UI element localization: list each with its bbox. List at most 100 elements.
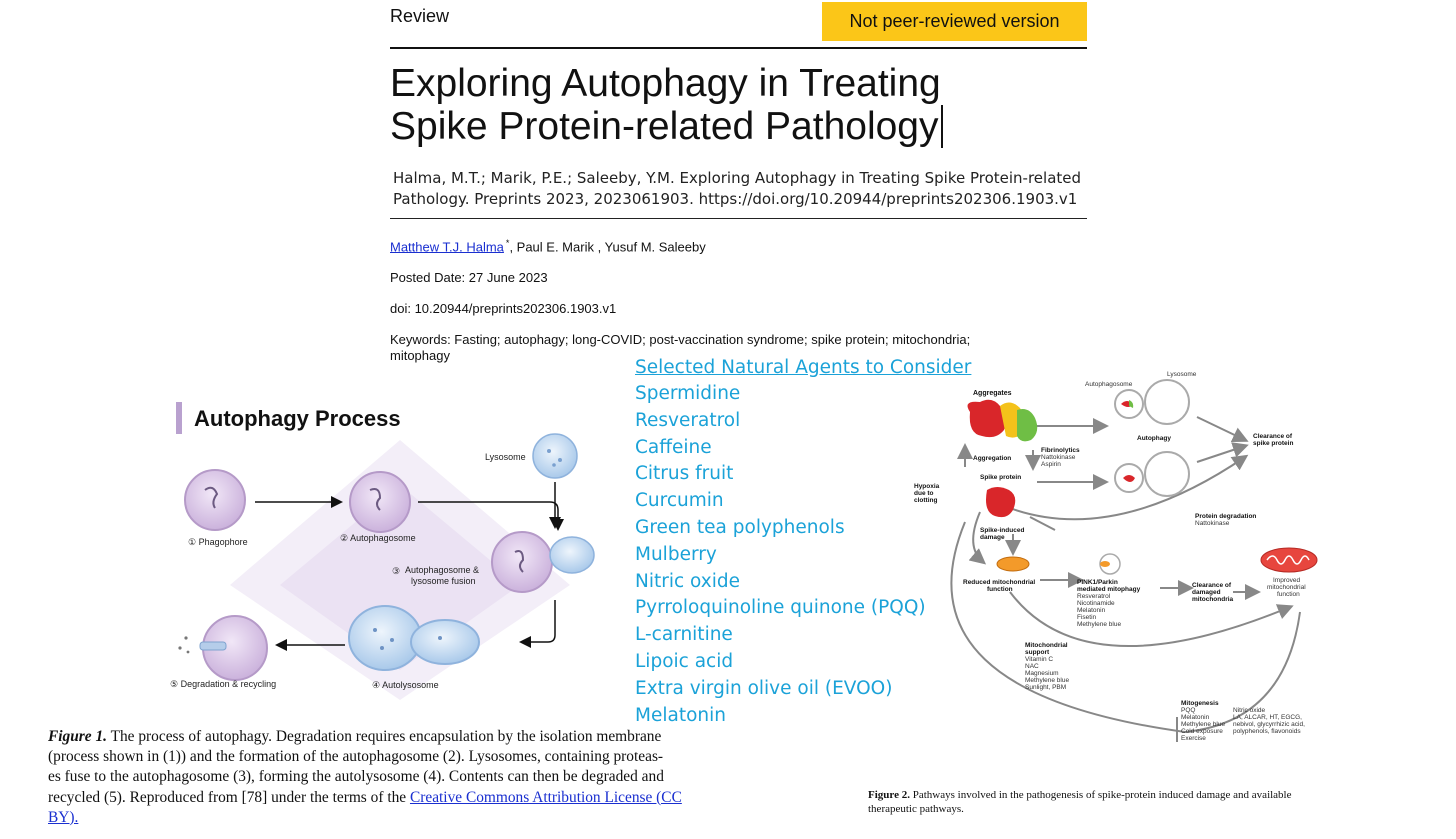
agent-item: L-carnitine — [635, 624, 733, 646]
agent-item: Extra virgin olive oil (EVOO) — [635, 677, 893, 699]
license-link-cont[interactable]: BY). — [48, 808, 79, 826]
reduced-mito-2: function — [987, 586, 1013, 593]
aggregation-label: Aggregation — [973, 455, 1011, 462]
autophagy-label: Autophagy — [1137, 435, 1171, 442]
license-link[interactable]: Creative Commons Attribution License (CC — [409, 788, 682, 806]
clearance-spike-1: Clearance of — [1253, 433, 1293, 440]
fibrinolytics-nattokinase: Nattokinase — [1041, 454, 1076, 461]
clearance-mito-2: damaged — [1192, 589, 1221, 596]
mitogenesis-item: Methylene blue — [1181, 721, 1225, 728]
header-divider — [390, 47, 1087, 49]
figure1-title: Autophagy Process — [194, 406, 401, 431]
agent-item: Spermidine — [635, 383, 741, 404]
corresponding-mark: * — [505, 238, 510, 248]
paper-title: Exploring Autophagy in Treating Spike Pr… — [390, 62, 1090, 148]
pink1-item: Nicotinamide — [1077, 600, 1115, 607]
fibrinolytics-label: Fibrinolytics — [1041, 447, 1080, 454]
caption-line-2: (process shown in (1)) and the formation… — [48, 748, 664, 766]
healthy-mitochondrion — [1260, 547, 1318, 573]
lysosome-label: Lysosome — [485, 452, 526, 462]
agent-item: Mulberry — [635, 543, 717, 565]
reduced-mito-1: Reduced mitochondrial — [963, 579, 1035, 586]
caption-line-3: es fuse to the autophagosome (3), formin… — [48, 768, 664, 786]
mitogenesis-item: Cold exposure — [1181, 728, 1223, 735]
agent-item: Curcumin — [635, 490, 724, 512]
support-label-2: support — [1025, 649, 1050, 656]
mitogenesis-item: PQQ — [1181, 707, 1195, 714]
section-label: Review — [390, 6, 450, 26]
agents-heading[interactable]: Selected Natural Agents to Consider — [635, 357, 972, 378]
improved-1: Improved — [1273, 577, 1300, 584]
figure2-caption-line-1: Pathways involved in the pathogenesis of… — [909, 789, 1292, 801]
improved-2: mitochondrial — [1267, 584, 1306, 591]
mitogenesis-item: Nitric oxide — [1233, 707, 1266, 714]
support-item: Vitamin C — [1025, 656, 1053, 663]
fusion-number: ③ — [392, 566, 400, 576]
support-item: Magnesium — [1025, 670, 1059, 677]
keywords-line-2: mitophagy — [390, 348, 450, 363]
phagophore-label: ① Phagophore — [188, 537, 248, 547]
support-item: NAC — [1025, 663, 1039, 670]
figure1-caption-label: Figure 1. — [48, 728, 108, 745]
agent-item: Green tea polyphenols — [635, 516, 845, 538]
phagophore-cell — [184, 469, 246, 531]
fibrinolytics-aspirin: Aspirin — [1041, 461, 1061, 468]
keywords-line-1: Keywords: Fasting; autophagy; long-COVID… — [390, 332, 971, 347]
clearance-mito-1: Clearance of — [1192, 582, 1232, 589]
pink1-item: Methylene blue — [1077, 621, 1121, 628]
natural-agents-list: Selected Natural Agents to Consider Sper… — [635, 354, 971, 729]
doi: doi: 10.20944/preprints202306.1903.v1 — [390, 301, 617, 316]
figure2-caption: Figure 2. Pathways involved in the patho… — [868, 788, 1378, 816]
autophagosome-label: ② Autophagosome — [340, 533, 416, 543]
pink1-label-2: mediated mitophagy — [1077, 586, 1141, 593]
mitogenesis-label: Mitogenesis — [1181, 700, 1219, 707]
author-link[interactable]: Matthew T.J. Halma — [390, 239, 504, 255]
agent-item: Citrus fruit — [635, 463, 734, 485]
agent-item: Caffeine — [635, 436, 712, 458]
figure1-caption: Figure 1. The process of autophagy. Degr… — [48, 727, 738, 828]
peer-review-badge: Not peer-reviewed version — [822, 2, 1087, 41]
autolysosome-label: ④ Autolysosome — [372, 680, 439, 690]
spike-protein-blob — [986, 487, 1016, 518]
pink1-item: Fisetin — [1077, 614, 1097, 621]
citation-line-2: Pathology. Preprints 2023, 2023061903. h… — [393, 190, 1078, 208]
mitogenesis-item: polyphenols, flavonoids — [1233, 728, 1301, 735]
hypoxia-label-1: Hypoxia — [914, 483, 940, 490]
autolysosome-cell — [348, 605, 422, 671]
improved-3: function — [1277, 591, 1300, 598]
lysosome-cell — [532, 433, 578, 479]
degradation-label: ⑤ Degradation & recycling — [170, 679, 276, 689]
citation-line-1: Halma, M.T.; Marik, P.E.; Saleeby, Y.M. … — [393, 169, 1082, 187]
figure2-caption-label: Figure 2. — [868, 789, 910, 801]
autophagy-process-figure: Autophagy Process Lysosome ① Phagophore … — [170, 402, 595, 700]
mitogenesis-item: LA, ALCAR, HT, EGCG, — [1233, 714, 1302, 721]
agent-item: Nitric oxide — [635, 570, 740, 592]
mitogenesis-item: Melatonin — [1181, 714, 1210, 721]
hypoxia-label-2: due to — [914, 490, 934, 497]
aggregates-label: Aggregates — [973, 390, 1012, 397]
support-label-1: Mitochondrial — [1025, 642, 1068, 649]
pink1-label-1: PINK1/Parkin — [1077, 579, 1118, 586]
spike-protein-label: Spike protein — [980, 474, 1021, 481]
lysosome-label: Lysosome — [1167, 371, 1197, 378]
pathways-figure: Aggregates Autophagosome Lysosome Autoph… — [914, 371, 1318, 742]
pink1-item: Resveratrol — [1077, 593, 1111, 600]
mitogenesis-item: Exercise — [1181, 735, 1206, 742]
support-item: Sunlight, PBM — [1025, 684, 1066, 691]
damaged-mitochondrion — [996, 556, 1030, 572]
citation-divider — [390, 218, 1087, 219]
protein-degradation-sub: Nattokinase — [1195, 520, 1230, 527]
autophagosome-cell — [349, 471, 411, 533]
agent-item: Pyrroloquinoline quinone (PQQ) — [635, 597, 926, 619]
citation: Halma, M.T.; Marik, P.E.; Saleeby, Y.M. … — [393, 168, 1093, 210]
autophagosome-label: Autophagosome — [1085, 381, 1133, 388]
caption-line-1: The process of autophagy. Degradation re… — [107, 728, 662, 745]
clearance-spike-2: spike protein — [1253, 440, 1293, 447]
pink1-item: Melatonin — [1077, 607, 1106, 614]
mitogenesis-item: nebivol, glycyrrhizic acid, — [1233, 721, 1305, 728]
hypoxia-label-3: clotting — [914, 497, 937, 504]
protein-degradation-label: Protein degradation — [1195, 513, 1256, 520]
title-accent-bar — [176, 402, 182, 434]
keywords: Keywords: Fasting; autophagy; long-COVID… — [390, 332, 1080, 364]
spike-damage-1: Spike-induced — [980, 527, 1024, 534]
